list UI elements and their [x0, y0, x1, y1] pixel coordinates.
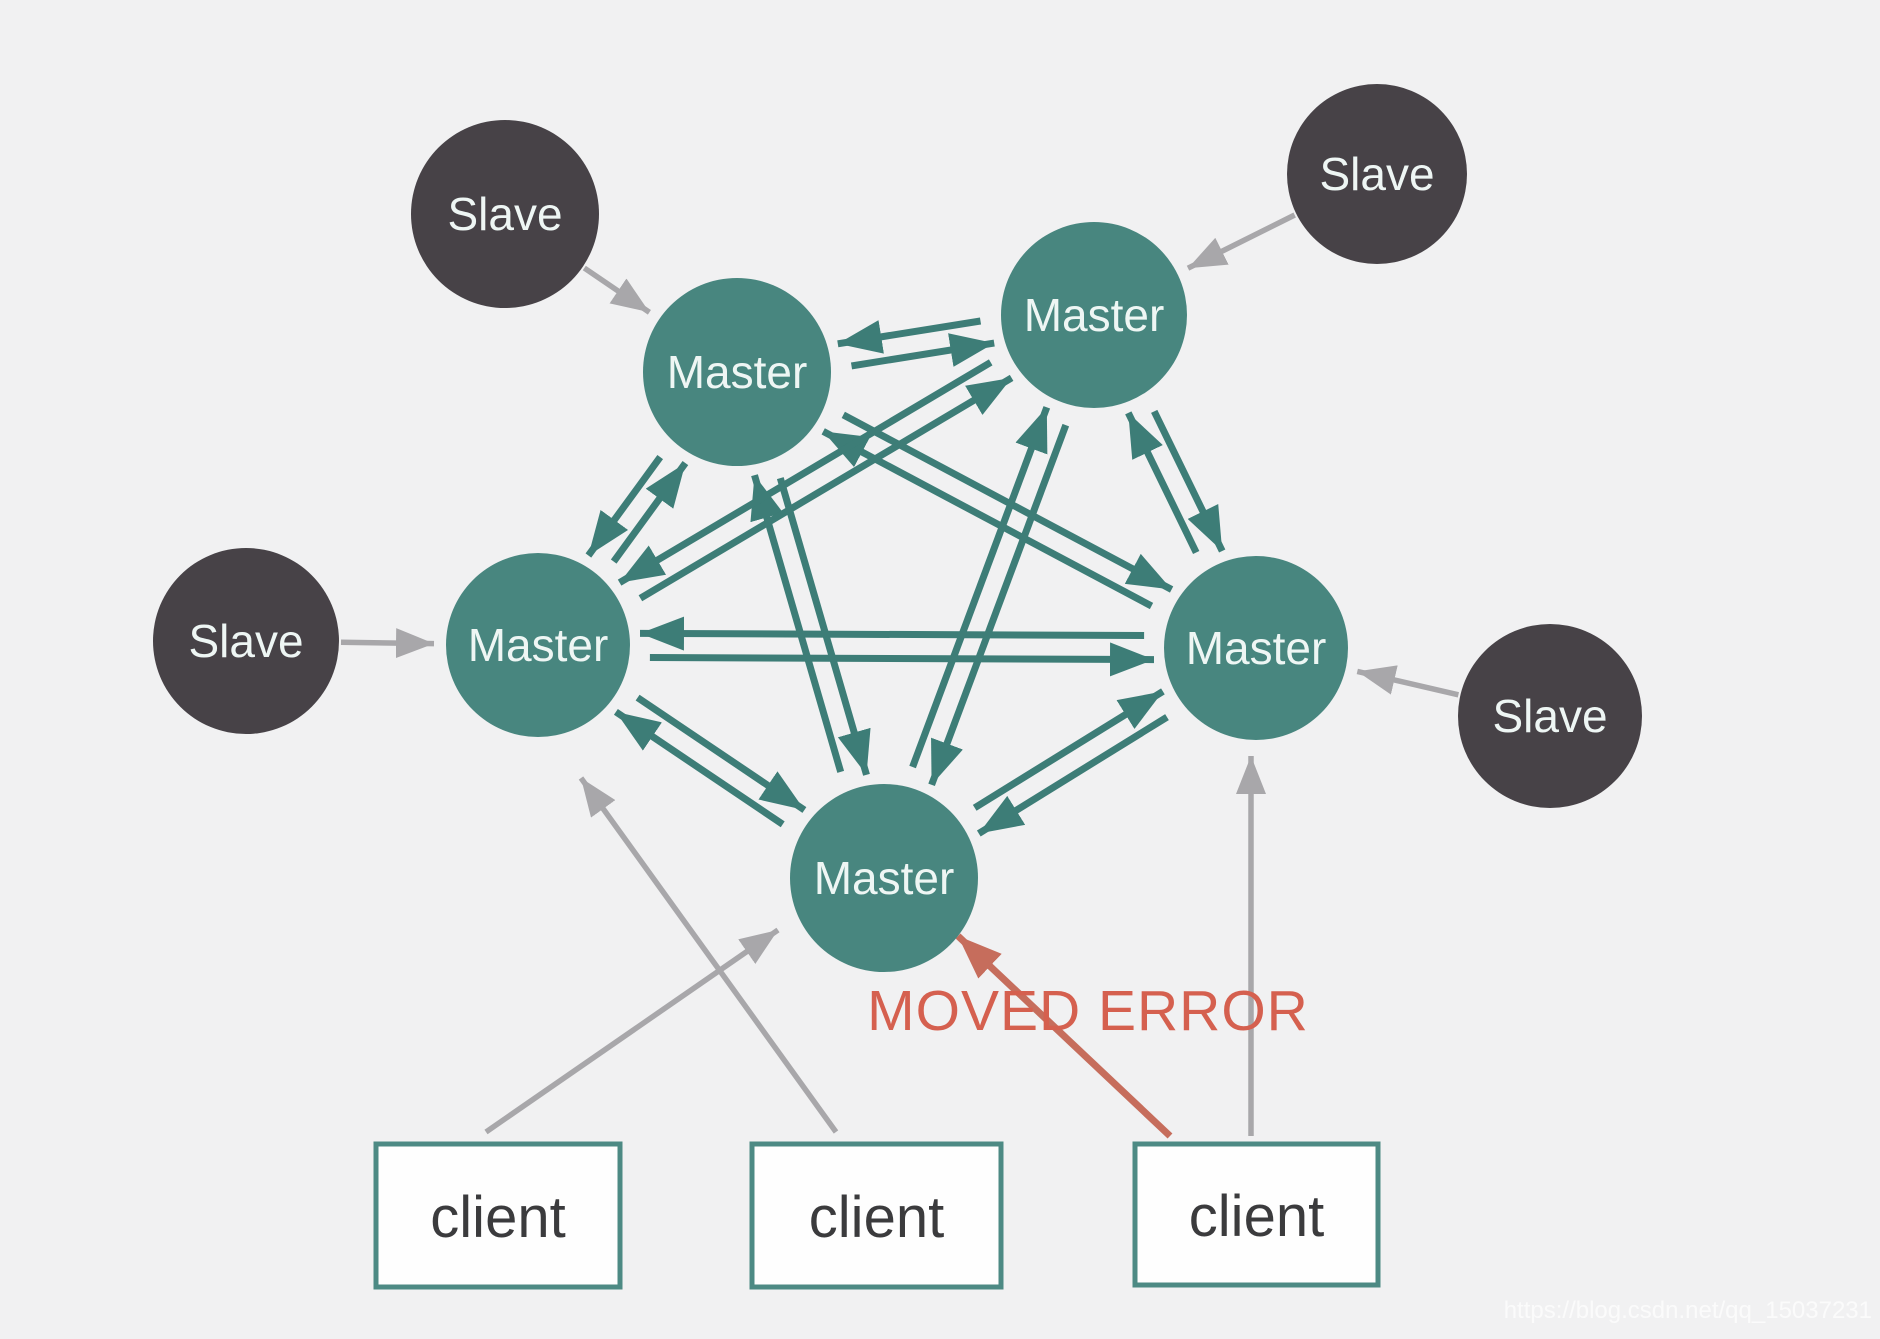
mesh-arrow-m3-m2 [638, 374, 1014, 602]
mesh-arrow-m4-m5 [976, 714, 1169, 837]
master-label: Master [814, 852, 955, 904]
master-label: Master [1024, 289, 1165, 341]
client-label: client [430, 1185, 565, 1250]
moved-error-label: MOVED ERROR [867, 979, 1309, 1043]
slave-arrow-s3-m3 [340, 628, 435, 659]
client-arrow-client2-to-master3 [578, 776, 839, 1134]
slave-circle [1458, 624, 1642, 808]
slave-circle [411, 120, 599, 308]
slave-node-s1: Slave [411, 120, 599, 308]
slave-arrow-s1-m1 [582, 265, 651, 315]
slave-circle [153, 548, 339, 734]
client-node-c1: client [373, 1141, 623, 1290]
mesh-arrow-m3-m5 [635, 694, 807, 813]
master-circle [643, 278, 831, 466]
mesh-arrow-m5-m2 [909, 406, 1051, 769]
master-circle [446, 553, 630, 737]
slave-label: Slave [1492, 690, 1607, 742]
mesh-arrow-m3-m4 [649, 642, 1155, 677]
moved-error-arrow [955, 933, 1173, 1139]
slave-label: Slave [1319, 148, 1434, 200]
slave-arrow-s4-m4 [1356, 665, 1460, 698]
client-label: client [809, 1185, 944, 1250]
mesh-arrow-m1-m5 [776, 477, 871, 776]
master-node-m1: Master [643, 278, 831, 466]
client-node-c2: client [749, 1141, 1004, 1290]
mesh-arrow-m2-m1 [837, 317, 982, 354]
client-box [373, 1141, 623, 1290]
mesh-arrow-m5-m3 [613, 708, 785, 828]
master-label: Master [1186, 622, 1327, 674]
mesh-arrow-m5-m4 [972, 688, 1165, 811]
mesh-arrow-m4-m2 [1125, 411, 1200, 555]
client-node-c3: client [1132, 1141, 1381, 1288]
client-box [1132, 1141, 1381, 1288]
master-circle [1164, 556, 1348, 740]
slave-node-s2: Slave [1287, 84, 1467, 264]
mesh-arrow-m3-m1 [610, 461, 689, 564]
slave-label: Slave [188, 615, 303, 667]
master-node-m3: Master [446, 553, 630, 737]
mesh-arrow-m1-m2 [850, 333, 995, 370]
client-box [749, 1141, 1004, 1290]
master-node-m2: Master [1001, 222, 1187, 408]
master-node-m5: Master [790, 784, 978, 972]
mesh-arrow-m2-m4 [1151, 409, 1226, 553]
mesh-arrow-m2-m5 [928, 423, 1070, 787]
mesh-arrow-m2-m3 [617, 359, 993, 586]
slave-node-s3: Slave [153, 548, 339, 734]
slave-node-s4: Slave [1458, 624, 1642, 808]
slave-arrow-s2-m2 [1186, 212, 1296, 271]
watermark: https://blog.csdn.net/qq_15037231 [1504, 1297, 1872, 1324]
mesh-arrow-m4-m3 [639, 616, 1145, 651]
slave-circle [1287, 84, 1467, 264]
client-arrow-client1-to-master5 [484, 927, 780, 1135]
master-node-m4: Master [1164, 556, 1348, 740]
client-label: client [1189, 1184, 1324, 1249]
slave-label: Slave [447, 188, 562, 240]
master-circle [1001, 222, 1187, 408]
master-label: Master [468, 619, 609, 671]
master-circle [790, 784, 978, 972]
master-label: Master [667, 346, 808, 398]
